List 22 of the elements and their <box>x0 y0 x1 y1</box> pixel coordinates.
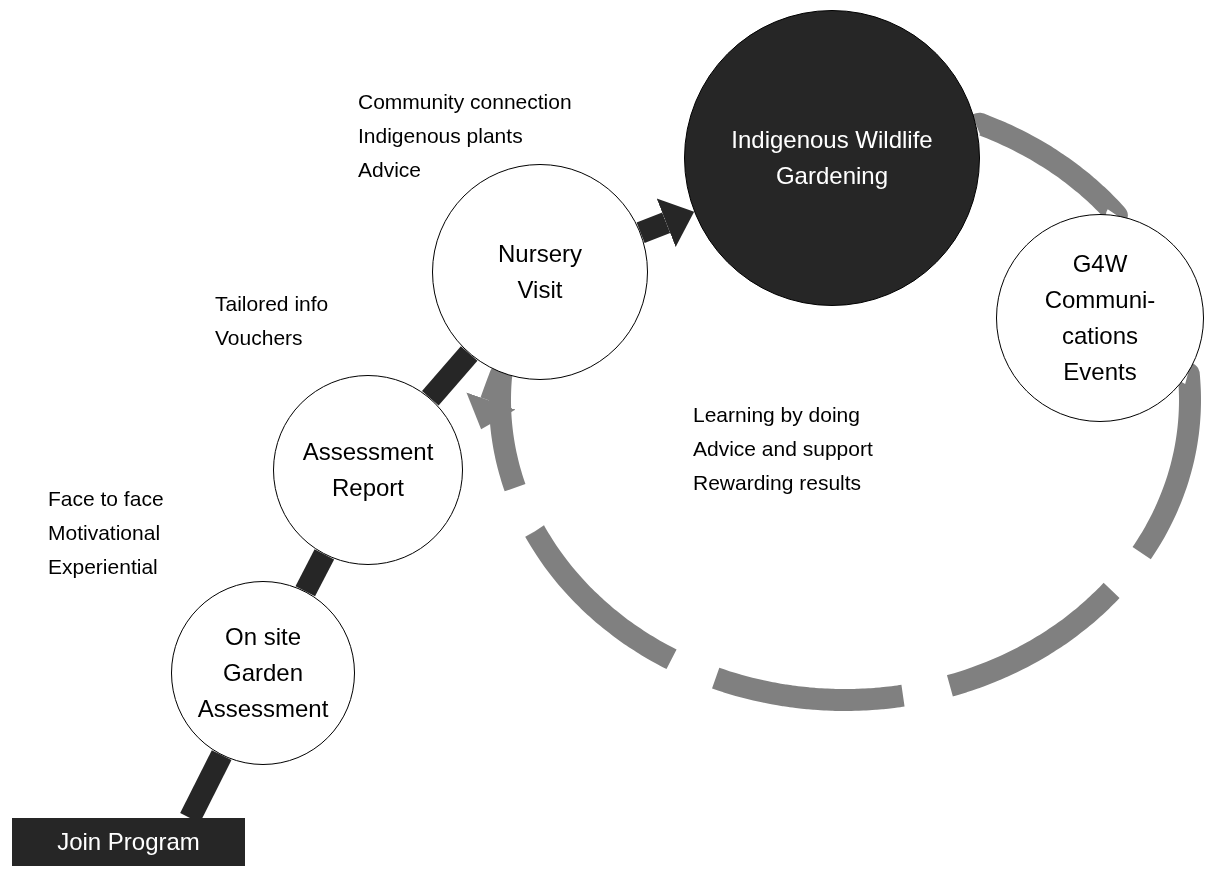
note-text: Advice and support <box>693 436 873 462</box>
note-text: Indigenous plants <box>358 123 524 149</box>
node-label: Join Program <box>57 827 200 857</box>
arrow <box>636 198 695 247</box>
note-text: Face to face <box>48 486 164 512</box>
process-box <box>12 818 245 866</box>
node-label: G4W Communi- cations Events <box>1043 249 1157 387</box>
node-label: On site Garden Assessment <box>196 622 330 724</box>
arrow <box>466 362 1201 711</box>
note-text: Experiential <box>48 554 159 580</box>
note-text: Rewarding results <box>693 470 862 496</box>
note-text: Tailored info <box>215 291 329 317</box>
note-text: Community connection <box>358 89 572 115</box>
node-label: Indigenous Wildlife Gardening <box>730 125 934 191</box>
connector-bar <box>422 346 478 406</box>
note-text: Learning by doing <box>693 402 860 428</box>
note-text: Advice <box>358 157 423 183</box>
node-label: Nursery Visit <box>497 239 583 305</box>
note-text: Motivational <box>48 520 162 546</box>
note-text: Vouchers <box>215 325 304 351</box>
node-label: Assessment Report <box>301 437 435 503</box>
connector-bar <box>295 549 335 597</box>
